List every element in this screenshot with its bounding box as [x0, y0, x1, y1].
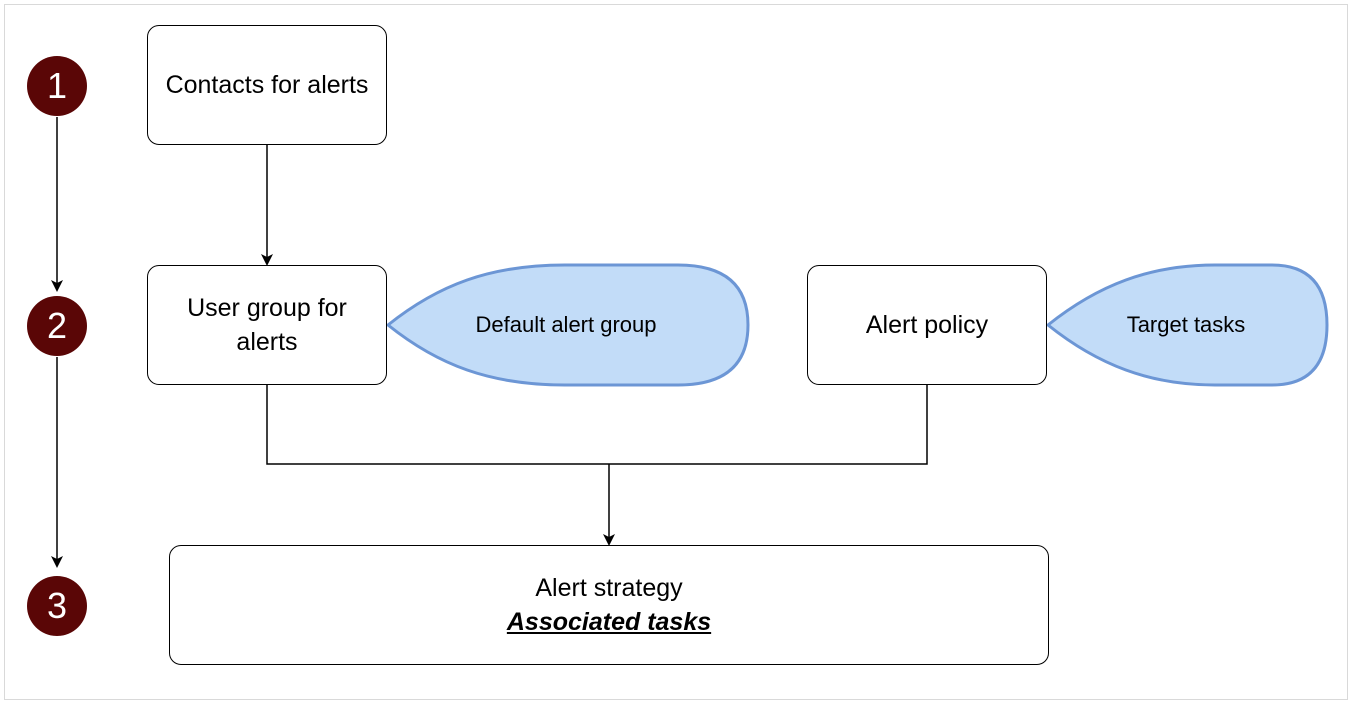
user-group-for-alerts-node[interactable]: User group for alerts: [147, 265, 387, 385]
connector-policy-to-strategy: [609, 385, 928, 465]
step-2-marker: 2: [27, 296, 87, 356]
alert-strategy-title: Alert strategy: [535, 574, 683, 602]
step-1-marker: 1: [27, 56, 87, 116]
target-tasks-label: Target tasks: [1126, 312, 1246, 337]
associated-tasks-label: Associated tasks: [506, 608, 712, 636]
alert-policy-label: Alert policy: [865, 311, 989, 339]
alert-strategy-node[interactable]: Alert strategy Associated tasks: [169, 545, 1049, 665]
target-tasks-bubble: [1045, 263, 1329, 387]
default-alert-group-label: Default alert group: [475, 312, 657, 337]
step-3-marker: 3: [27, 576, 87, 636]
user-group-label-line-1: User group for: [187, 294, 347, 322]
connector-user-group-to-strategy: [266, 385, 609, 465]
contacts-for-alerts-node[interactable]: Contacts for alerts: [147, 25, 387, 145]
default-alert-group-bubble: [385, 263, 750, 387]
contacts-for-alerts-label: Contacts for alerts: [165, 71, 369, 99]
alert-policy-node[interactable]: Alert policy: [807, 265, 1047, 385]
user-group-label-line-2: alerts: [236, 328, 298, 356]
